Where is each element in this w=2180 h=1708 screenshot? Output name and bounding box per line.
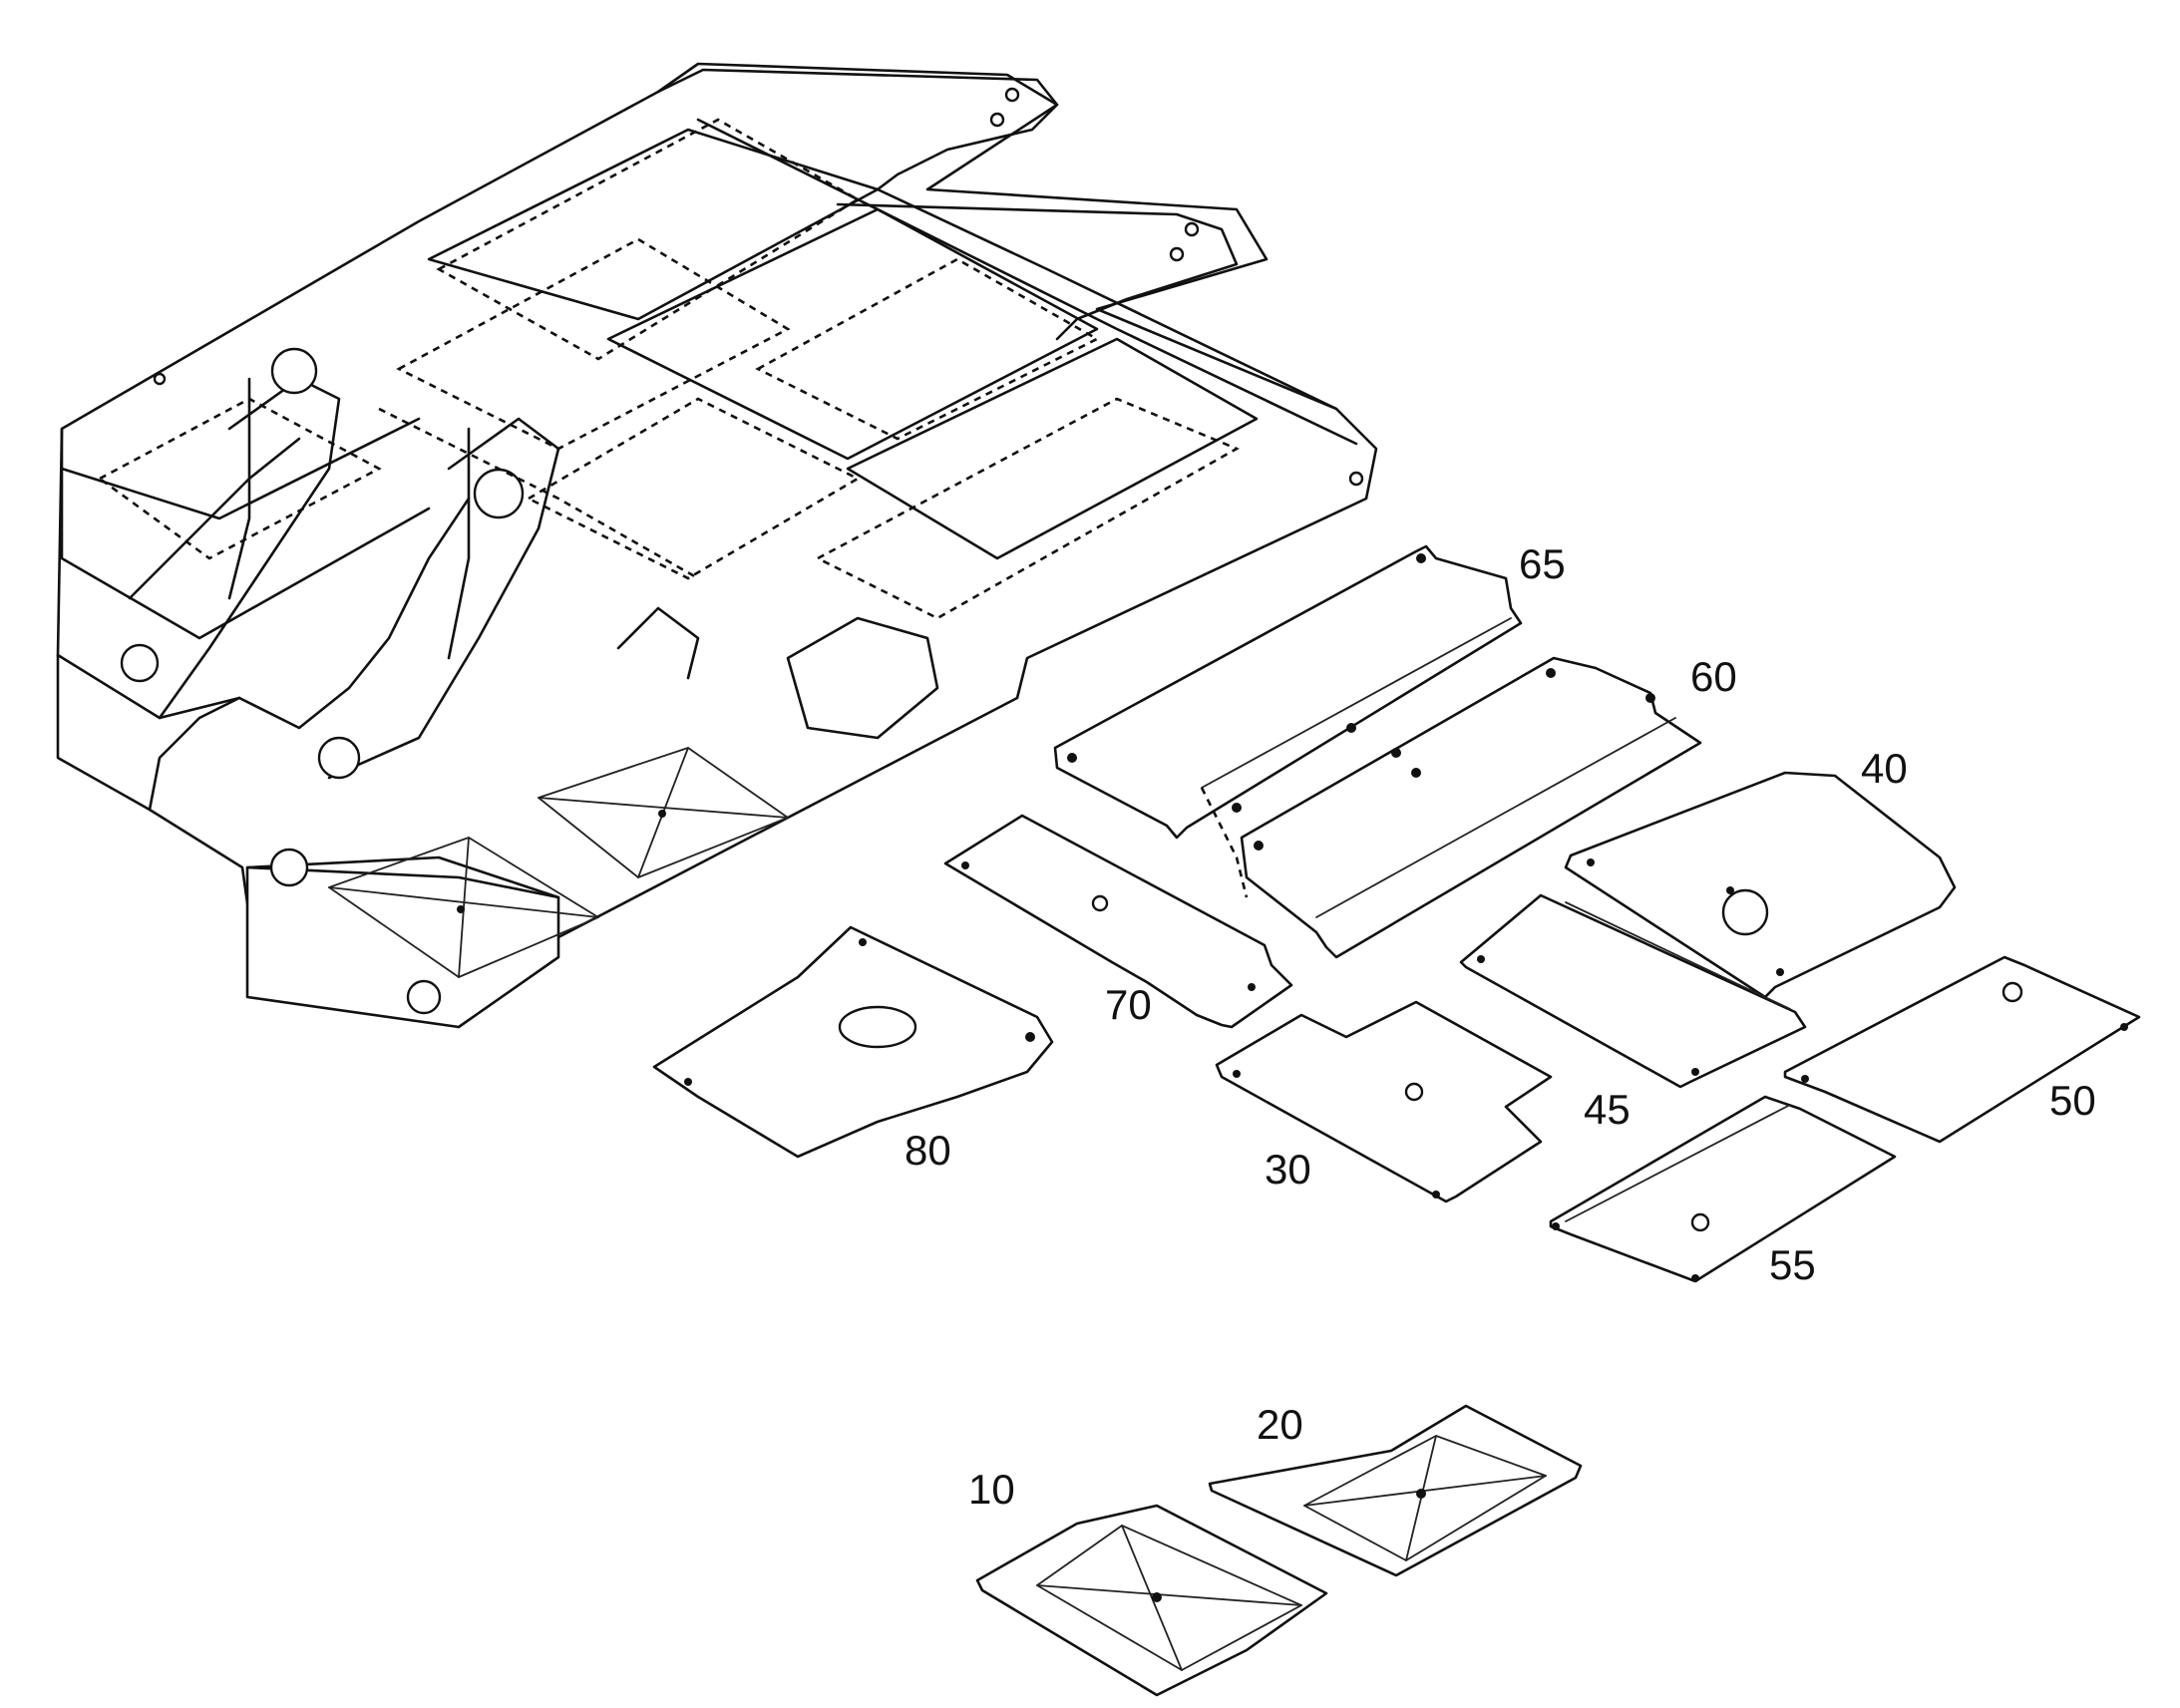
- label-80: 80: [905, 1127, 951, 1174]
- part-80[interactable]: [652, 925, 1054, 1159]
- label-10: 10: [968, 1466, 1015, 1513]
- callout-labels: 65 60 40 70 45 50 80 30 55 20 10: [905, 540, 2096, 1513]
- label-30: 30: [1265, 1146, 1311, 1193]
- chassis-frame: [56, 62, 1378, 1029]
- label-55: 55: [1769, 1241, 1816, 1288]
- part-40[interactable]: [1564, 771, 1957, 999]
- part-20[interactable]: [1208, 1404, 1583, 1577]
- label-45: 45: [1584, 1086, 1631, 1133]
- label-65: 65: [1519, 540, 1566, 587]
- part-10[interactable]: [975, 1504, 1328, 1697]
- part-60[interactable]: [1240, 656, 1702, 959]
- part-30[interactable]: [1215, 1000, 1553, 1203]
- connector-dashed-line: [1200, 787, 1249, 898]
- part-55[interactable]: [1549, 1095, 1897, 1283]
- label-60: 60: [1690, 653, 1737, 700]
- part-65[interactable]: [1053, 544, 1523, 840]
- part-50[interactable]: [1783, 955, 2141, 1144]
- label-40: 40: [1861, 745, 1908, 792]
- label-20: 20: [1257, 1401, 1303, 1448]
- label-70: 70: [1105, 981, 1152, 1028]
- part-70[interactable]: [943, 814, 1293, 1029]
- label-50: 50: [2049, 1077, 2096, 1124]
- part-45[interactable]: [1459, 893, 1807, 1089]
